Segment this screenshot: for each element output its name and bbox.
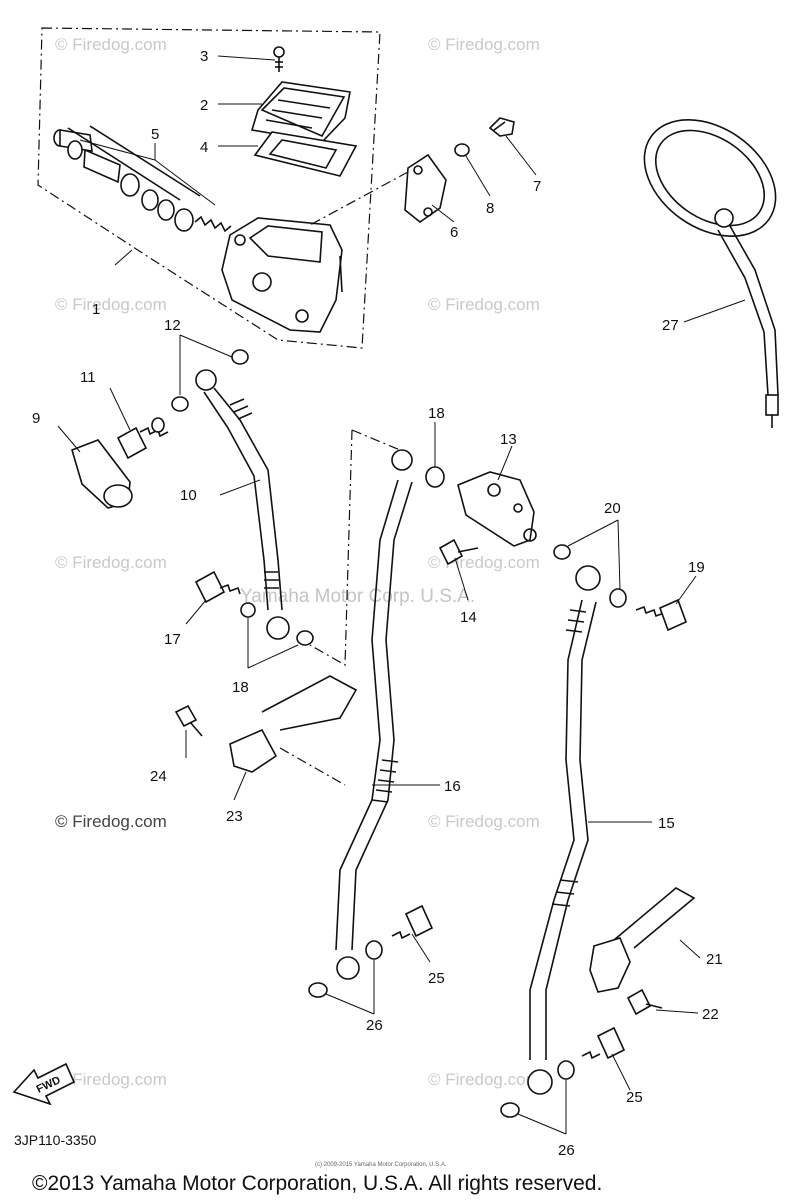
washer-26-upper-a — [365, 940, 383, 960]
callout-15: 15 — [658, 815, 675, 832]
callout-19: 19 — [688, 559, 705, 576]
callout-1: 1 — [92, 301, 100, 318]
callout-labels: 1 2 3 4 5 6 7 8 9 10 11 12 13 14 15 16 1… — [32, 48, 723, 1159]
connection-lines — [279, 171, 409, 786]
callout-10: 10 — [180, 487, 197, 504]
callout-5: 5 — [151, 126, 159, 143]
callout-18-left: 18 — [232, 679, 249, 696]
bolt-14 — [438, 538, 479, 566]
piston-kit — [53, 125, 232, 233]
assembly-outline — [37, 27, 381, 349]
brake-joint — [457, 471, 537, 547]
callout-27: 27 — [662, 317, 679, 334]
washer-20-b — [609, 588, 627, 608]
callout-4: 4 — [200, 139, 208, 156]
watermark-bottom-left: © Firedog.com — [55, 1070, 167, 1089]
callout-23: 23 — [226, 808, 243, 825]
callout-3: 3 — [200, 48, 208, 65]
washer-12-lower — [171, 396, 189, 412]
washer-12-upper — [231, 349, 249, 365]
callout-16: 16 — [444, 778, 461, 795]
callout-20: 20 — [604, 500, 621, 517]
callout-9: 9 — [32, 410, 40, 427]
brake-hose-15 — [527, 565, 601, 1095]
callout-26-upper: 26 — [366, 1017, 383, 1034]
watermark-mid-left: © Firedog.com — [55, 295, 167, 314]
callout-17: 17 — [164, 631, 181, 648]
rear-view-mirror — [643, 119, 779, 428]
callout-7: 7 — [533, 178, 541, 195]
callout-18-right: 18 — [428, 405, 445, 422]
diagram-code: 3JP110-3350 — [14, 1132, 96, 1148]
diaphragm — [253, 131, 358, 177]
callout-25-lower: 25 — [626, 1089, 643, 1106]
brake-hose-10 — [195, 369, 290, 640]
washer-26-lower-b — [500, 1102, 520, 1118]
washer-8 — [454, 143, 470, 157]
union-bolt-19 — [635, 598, 688, 632]
copyright-footer: ©2013 Yamaha Motor Corporation, U.S.A. A… — [32, 1172, 602, 1195]
callout-21: 21 — [706, 951, 723, 968]
callout-6: 6 — [450, 224, 458, 241]
bracket-holder — [404, 153, 447, 223]
washer-26-lower-a — [557, 1060, 575, 1080]
cap-screw — [273, 46, 285, 72]
watermark-bottom-right-1: © Firedog.com — [428, 812, 540, 831]
rubber-cap — [71, 439, 133, 509]
union-bolt-17 — [194, 570, 241, 604]
callout-11: 11 — [80, 369, 96, 386]
leader-lines — [57, 55, 746, 1135]
bolt-24 — [174, 704, 203, 737]
watermark-top-right: © Firedog.com — [428, 35, 540, 54]
reservoir-cap — [250, 81, 351, 143]
callout-25-upper: 25 — [428, 970, 445, 987]
washer-18-left-a — [240, 602, 256, 618]
watermark-dark-left: © Firedog.com — [55, 812, 167, 831]
callout-22: 22 — [702, 1006, 719, 1023]
brake-hose-16 — [335, 449, 413, 980]
fine-print: (c) 2009-2015 Yamaha Motor Corporation, … — [315, 1162, 447, 1168]
callout-12: 12 — [164, 317, 181, 334]
washer-18-right — [425, 466, 445, 488]
forward-arrow-icon: FWD — [12, 1062, 76, 1106]
watermark-center: Yamaha Motor Corp. U.S.A. — [240, 586, 475, 607]
callout-26-lower: 26 — [558, 1142, 575, 1159]
bolt-7 — [488, 117, 515, 137]
bolt-22 — [626, 988, 663, 1016]
watermark-mid-right: © Firedog.com — [428, 295, 540, 314]
union-bolt-11 — [116, 417, 169, 460]
master-cylinder-body — [221, 217, 343, 333]
watermark-layer: © Firedog.com © Firedog.com © Firedog.co… — [55, 35, 540, 1089]
washer-26-upper-b — [308, 982, 328, 998]
callout-24: 24 — [150, 768, 167, 785]
washer-20-a — [553, 544, 571, 560]
watermark-lower-left: © Firedog.com — [55, 553, 167, 572]
washer-18-left-b — [296, 630, 314, 646]
hose-clamp-23 — [229, 675, 358, 773]
callout-13: 13 — [500, 431, 517, 448]
union-bolt-25-lower — [581, 1026, 626, 1060]
union-bolt-25-upper — [391, 904, 434, 940]
hose-clamp-21 — [589, 887, 696, 993]
callout-8: 8 — [486, 200, 494, 217]
callout-14: 14 — [460, 609, 477, 626]
watermark-top-left: © Firedog.com — [55, 35, 167, 54]
callout-2: 2 — [200, 97, 208, 114]
watermark-bottom-right-2: © Firedog.com — [428, 1070, 540, 1089]
